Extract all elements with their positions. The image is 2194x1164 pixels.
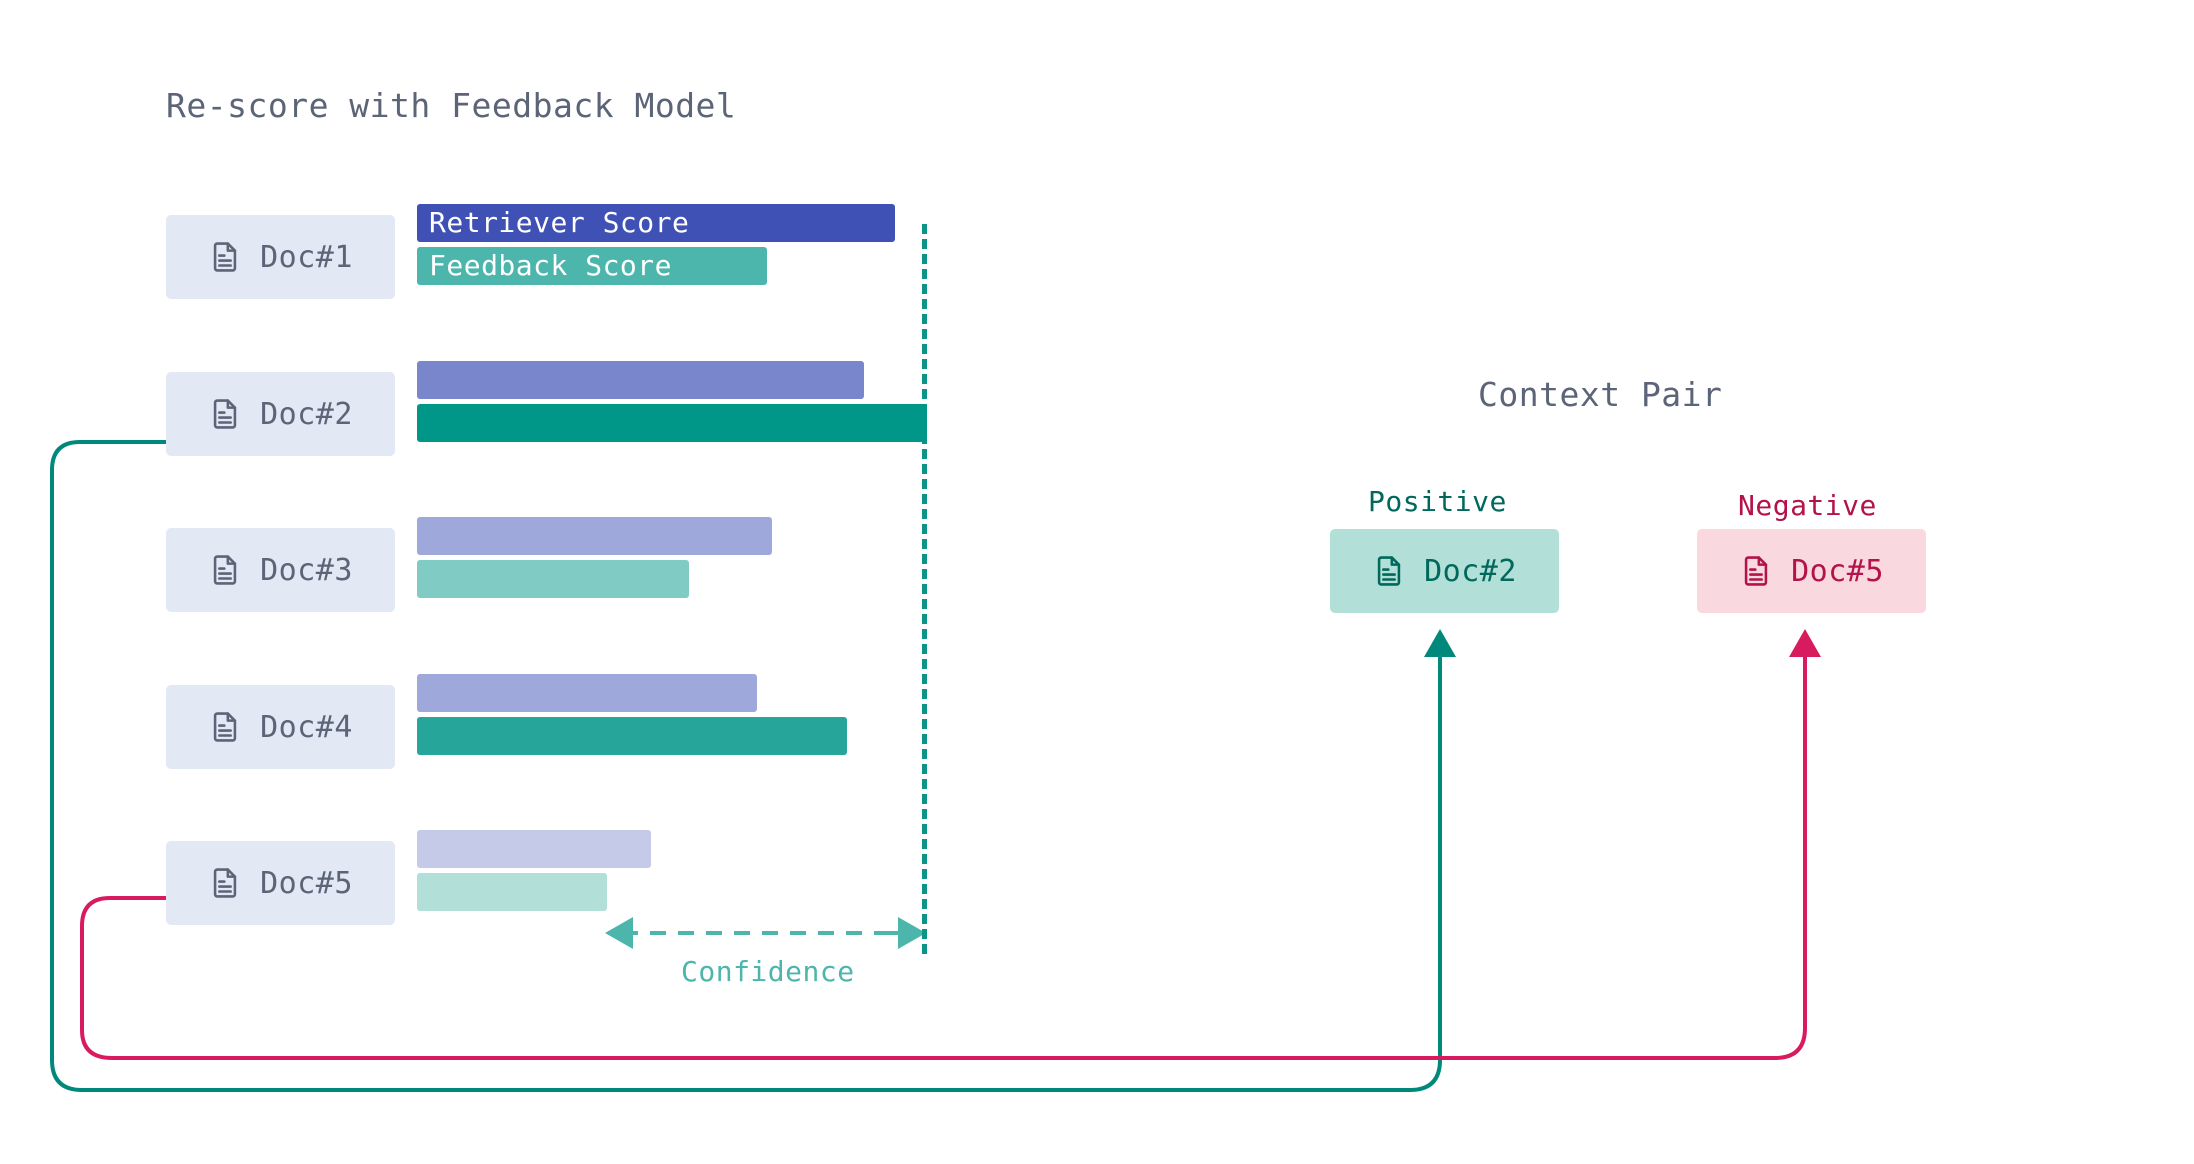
negative-label: Negative bbox=[1738, 489, 1877, 522]
document-icon bbox=[1377, 556, 1401, 586]
retriever-score-bar-5 bbox=[417, 830, 651, 868]
positive-label: Positive bbox=[1368, 485, 1507, 518]
document-icon bbox=[213, 712, 237, 742]
doc-card-label: Doc#2 bbox=[260, 396, 353, 432]
feedback-score-bar-3 bbox=[417, 560, 689, 598]
doc-card-label: Doc#4 bbox=[260, 709, 353, 745]
retriever-score-bar-3 bbox=[417, 517, 772, 555]
document-icon bbox=[213, 399, 237, 429]
document-icon bbox=[213, 242, 237, 272]
doc-card-label: Doc#1 bbox=[260, 239, 353, 275]
doc-card-label: Doc#3 bbox=[260, 552, 353, 588]
confidence-threshold-line bbox=[922, 224, 927, 954]
retriever-score-bar-4 bbox=[417, 674, 757, 712]
context-pair-title: Context Pair bbox=[1478, 375, 1723, 414]
doc-card-label: Doc#5 bbox=[260, 865, 353, 901]
negative-doc-label: Doc#5 bbox=[1791, 553, 1884, 589]
confidence-label: Confidence bbox=[681, 955, 855, 988]
doc-card-1[interactable]: Doc#1 bbox=[166, 215, 395, 299]
feedback-score-bar-5 bbox=[417, 873, 607, 911]
retriever-score-bar-label: Retriever Score bbox=[429, 206, 690, 239]
positive-doc-card[interactable]: Doc#2 bbox=[1330, 529, 1559, 613]
negative-doc-card[interactable]: Doc#5 bbox=[1697, 529, 1926, 613]
doc-card-5[interactable]: Doc#5 bbox=[166, 841, 395, 925]
document-icon bbox=[213, 868, 237, 898]
document-icon bbox=[213, 555, 237, 585]
feedback-score-bar-label: Feedback Score bbox=[429, 249, 673, 282]
feedback-score-bar-2 bbox=[417, 404, 927, 442]
retriever-score-bar-2 bbox=[417, 361, 864, 399]
retriever-score-bar-1: Retriever Score bbox=[417, 204, 895, 242]
page-title: Re-score with Feedback Model bbox=[166, 86, 737, 125]
doc-card-2[interactable]: Doc#2 bbox=[166, 372, 395, 456]
doc-card-4[interactable]: Doc#4 bbox=[166, 685, 395, 769]
feedback-score-bar-1: Feedback Score bbox=[417, 247, 767, 285]
document-icon bbox=[1744, 556, 1768, 586]
positive-doc-label: Doc#2 bbox=[1424, 553, 1517, 589]
doc-card-3[interactable]: Doc#3 bbox=[166, 528, 395, 612]
feedback-score-bar-4 bbox=[417, 717, 847, 755]
